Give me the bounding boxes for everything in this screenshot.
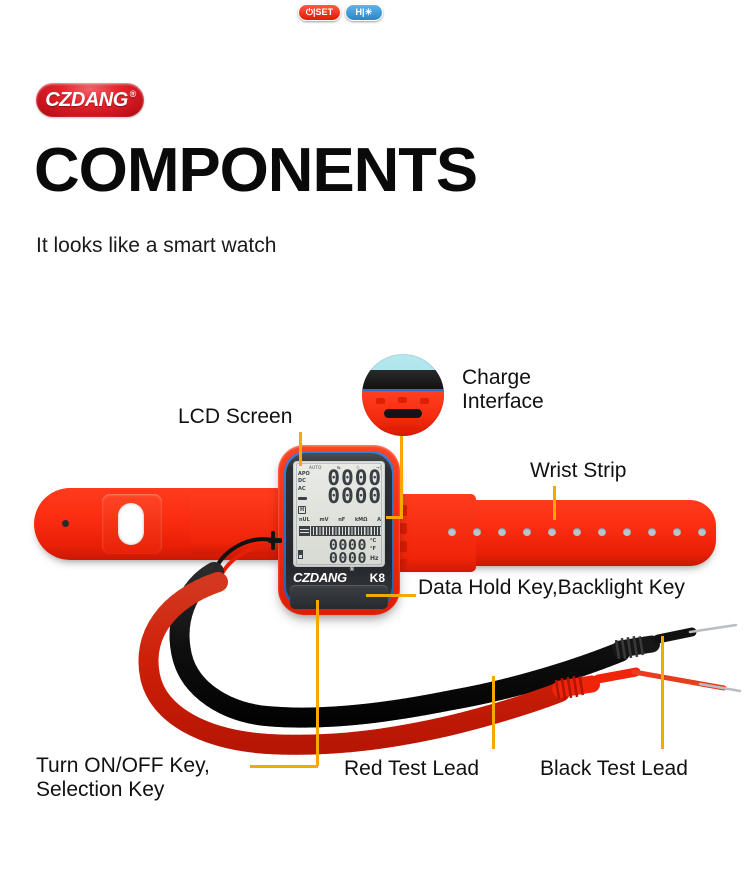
wrist-strap-right-taper xyxy=(396,494,476,572)
lcd-left-flags: APO DC AC xyxy=(298,471,310,493)
strap-hole xyxy=(698,528,706,536)
lcd-unit-row: nUL mV nF kMΩ A xyxy=(299,517,381,523)
lcd-temp-units: °C °F xyxy=(370,538,376,553)
strap-adjustment-holes xyxy=(448,528,708,537)
charge-port-icon xyxy=(384,409,422,418)
leader-red-lead xyxy=(492,676,495,749)
charge-interface-magnifier xyxy=(362,354,444,436)
magnifier-tab xyxy=(376,398,385,404)
lcd-hold-flag: H xyxy=(298,506,307,514)
strap-hole xyxy=(598,528,606,536)
callout-lcd-screen: LCD Screen xyxy=(178,405,293,428)
strap-hole xyxy=(523,528,531,536)
device-registered-mark-icon: ® xyxy=(349,567,354,573)
callout-black-lead: Black Test Lead xyxy=(540,757,688,780)
callout-red-lead: Red Test Lead xyxy=(344,757,480,780)
strap-hole xyxy=(548,528,556,536)
lcd-unit-nf: nF xyxy=(338,517,346,523)
brand-logo-text: CZDANG® xyxy=(45,88,137,112)
strap-hole xyxy=(623,528,631,536)
lcd-flag-auto: AUTO xyxy=(309,465,322,470)
brand-logo: CZDANG® xyxy=(36,83,144,117)
power-select-button[interactable]: ⏻|SET xyxy=(298,4,341,21)
callout-wrist-strip: Wrist Strip xyxy=(530,459,627,482)
leader-black-lead xyxy=(661,636,664,749)
strap-hole xyxy=(648,528,656,536)
lcd-top-flags: AUTO ↹ ⋅|⋅ →| xyxy=(309,465,381,470)
strap-hole xyxy=(673,528,681,536)
leader-power-select-v xyxy=(316,600,319,766)
lcd-flag-ac: AC xyxy=(298,485,306,492)
strap-notch xyxy=(400,505,407,516)
callout-charge-interface: Charge Interface xyxy=(462,366,544,413)
lcd-flag-dc: DC xyxy=(298,478,306,485)
lcd-unit-mv: mV xyxy=(319,517,329,523)
lcd-unit-fahrenheit: °F xyxy=(370,545,376,552)
device-button-bar xyxy=(290,585,388,609)
lcd-flag-apo: APO xyxy=(298,471,310,477)
lcd-flag-continuity-icon: ↹ xyxy=(336,465,341,470)
registered-mark-icon: ® xyxy=(129,88,137,99)
lcd-frequency-reading: 0000 xyxy=(328,549,367,567)
lcd-unit-celsius: °C xyxy=(370,538,377,544)
device-brand-name: CZDANG® xyxy=(293,567,354,585)
page-subtitle: It looks like a smart watch xyxy=(36,234,277,257)
lcd-negative-indicator-icon xyxy=(298,497,307,500)
brand-logo-name: CZDANG xyxy=(45,88,128,111)
lcd-flag-capacitor-icon: ⋅|⋅ xyxy=(355,465,361,470)
lcd-unit-amp: A xyxy=(377,517,381,523)
leader-charge-interface-v xyxy=(400,436,403,518)
magnifier-blue-accent xyxy=(362,389,444,392)
cable-port xyxy=(268,538,282,543)
callout-power-select: Turn ON/OFF Key, Selection Key xyxy=(36,754,210,801)
strap-buckle-hole xyxy=(118,503,144,545)
lcd-primary-reading: 0000 xyxy=(327,466,382,490)
leader-power-select-h xyxy=(250,765,318,768)
lcd-unit-nul: nUL xyxy=(299,517,310,523)
strap-hole xyxy=(448,528,456,536)
strap-notch xyxy=(400,541,407,552)
lcd-bargraph-badge-icon xyxy=(299,525,310,536)
strap-notch xyxy=(400,523,407,534)
strap-hole xyxy=(498,528,506,536)
lcd-unit-hz: Hz xyxy=(370,555,379,562)
device-brand-row: CZDANG® K8 xyxy=(293,567,385,585)
leader-lcd-screen xyxy=(299,432,302,466)
hold-backlight-button[interactable]: H|☀ xyxy=(345,4,383,21)
strap-pin-icon xyxy=(62,520,69,527)
lcd-battery-icon xyxy=(298,550,303,559)
lcd-inner-border xyxy=(296,463,382,565)
magnifier-device-edge xyxy=(362,370,444,390)
magnifier-ring xyxy=(362,354,444,436)
lcd-bargraph-segments xyxy=(311,525,381,536)
leader-charge-interface-h xyxy=(386,516,403,519)
lcd-screen: AUTO ↹ ⋅|⋅ →| APO DC AC 0000 0000 H nUL … xyxy=(293,461,385,567)
strap-hole xyxy=(473,528,481,536)
lcd-secondary-reading: 0000 xyxy=(327,484,382,508)
magnifier-tab xyxy=(420,398,429,404)
callout-data-hold: Data Hold Key,Backlight Key xyxy=(418,576,685,599)
magnifier-tab xyxy=(398,397,407,403)
lcd-bargraph xyxy=(299,525,381,536)
page-title: COMPONENTS xyxy=(34,136,478,205)
strap-notch xyxy=(400,559,407,570)
lcd-unit-ohm: kMΩ xyxy=(354,517,368,523)
leader-wrist-strip xyxy=(553,486,556,520)
strap-hole xyxy=(573,528,581,536)
magnifier-housing-line xyxy=(370,427,436,432)
device-model-label: K8 xyxy=(369,571,385,585)
leader-data-hold xyxy=(366,594,416,597)
lcd-temperature-reading: 0000 xyxy=(328,536,367,554)
lcd-flag-diode-icon: →| xyxy=(375,465,381,470)
